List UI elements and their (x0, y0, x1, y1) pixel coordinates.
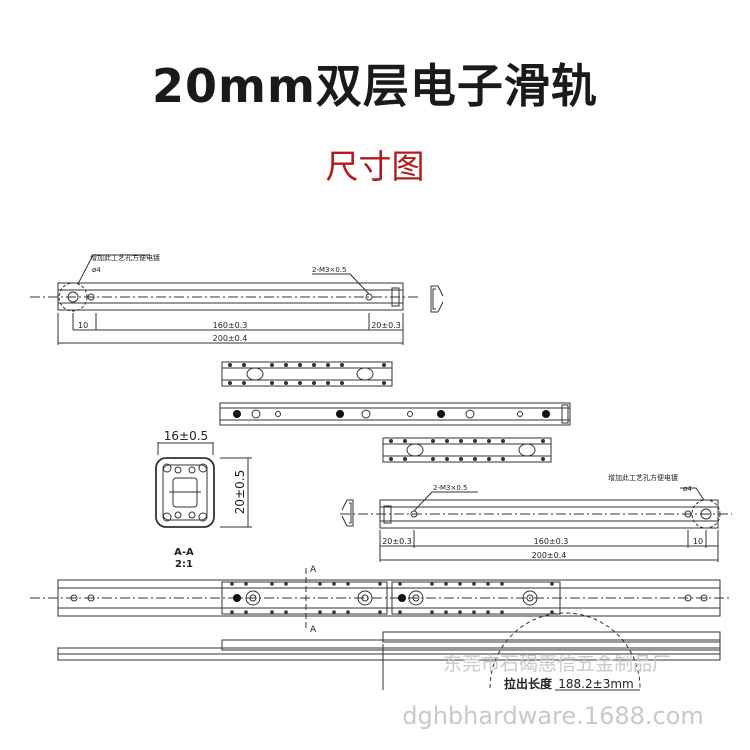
cage-slot (246, 367, 264, 381)
end-profile-lip (341, 499, 348, 527)
rail-hole (542, 410, 550, 418)
cut-mark-bottom: A (310, 625, 317, 635)
cut-mark-top: A (310, 565, 317, 575)
section-width-label: 16±0.5 (164, 429, 208, 443)
dim-label-20: 20±0.3 (382, 537, 412, 546)
cage-pins (228, 363, 554, 614)
dim-label-160: 160±0.3 (534, 537, 569, 546)
assembly-bearing (357, 590, 373, 606)
screw-hole (684, 594, 692, 602)
section-ball (198, 463, 208, 473)
section-inner (162, 464, 208, 521)
assembly-bearing-hub (361, 594, 369, 602)
process-hole (700, 508, 712, 520)
ball-cage-strip (221, 361, 393, 387)
screw-hole-label: 2-M3×0.5 (433, 484, 467, 492)
assembly-bearing-hub (412, 594, 420, 602)
ball-cage-strip (382, 437, 552, 463)
stopper-slot (561, 404, 569, 424)
screw-hole (87, 594, 95, 602)
dim-label-160: 160±0.3 (213, 321, 248, 330)
extended-rail-view (57, 612, 721, 691)
screw-hole (70, 594, 78, 602)
screw-hole (700, 594, 708, 602)
section-ball (162, 512, 172, 522)
leader-line (312, 273, 370, 295)
product-title: 20mm双层电子滑轨 (152, 59, 598, 113)
assembly-cage (391, 581, 561, 615)
screw-hole (684, 510, 692, 518)
outer-rail (219, 402, 571, 426)
rail-hole-open (407, 411, 413, 417)
section-ball (174, 511, 182, 519)
middle-rail (221, 639, 721, 651)
assembly-bearing (245, 590, 261, 606)
screw-hole-label: 2-M3×0.5 (312, 266, 346, 274)
leader-line (77, 254, 150, 285)
leader-line (413, 491, 478, 512)
section-ball (188, 511, 196, 519)
cage-outline (382, 437, 552, 463)
inner-rail (382, 631, 721, 643)
leader-line (680, 487, 705, 501)
drawing-subtitle: 尺寸图 (325, 147, 425, 186)
assembly-cage (221, 581, 388, 615)
top-view (30, 254, 444, 345)
dim-label-200: 200±0.4 (532, 551, 567, 560)
dim-label-10: 10 (693, 537, 703, 546)
assembly-hole (233, 594, 241, 602)
stroke-length-value: 188.2±3mm (558, 677, 633, 691)
cage-slot (406, 443, 424, 457)
cage-slot (356, 367, 374, 381)
company-watermark: 东莞市石碣惠信五金制品厂 (443, 653, 671, 675)
hole-diameter-label: ø4 (92, 266, 101, 274)
mirror-view (340, 487, 732, 562)
rail-hole-open (275, 411, 281, 417)
dim-label-20: 20±0.3 (371, 321, 401, 330)
plating-hole-note: 增加此工艺孔方便电镀 (90, 253, 160, 262)
section-ball (162, 463, 172, 473)
process-hole-circle (58, 282, 88, 312)
rail-hole (437, 410, 445, 418)
process-hole-circle (691, 499, 721, 529)
stroke-length-label: 拉出长度 (504, 676, 553, 691)
end-profile (430, 285, 438, 313)
assembly-bearing-hub (526, 594, 534, 602)
end-profile-lip (437, 285, 444, 313)
section-ball (174, 466, 182, 474)
rail-hole-open (361, 409, 371, 419)
assembly-hole (398, 594, 406, 602)
section-ball (198, 512, 208, 522)
rail-hole-open (517, 411, 523, 417)
stopper-slot (383, 505, 392, 524)
process-hole (67, 291, 79, 303)
rail-hole-open (251, 409, 261, 419)
dim-label-200: 200±0.4 (213, 334, 248, 343)
assembly-view (30, 568, 730, 630)
assembly-bearing-hub (249, 594, 257, 602)
rail-hole (233, 410, 241, 418)
section-ball (188, 466, 196, 474)
section-scale: 2:1 (175, 559, 193, 570)
hole-diameter-label: ø4 (683, 485, 692, 493)
assembly-bearing (522, 590, 538, 606)
screw-hole (87, 293, 95, 301)
rail-outline (219, 402, 571, 426)
cage-outline (221, 361, 393, 387)
plating-hole-note: 增加此工艺孔方便电镀 (608, 473, 678, 482)
section-label: A-A (174, 547, 194, 558)
assembly-bearing (408, 590, 424, 606)
section-outline (155, 457, 215, 528)
cross-section (155, 442, 252, 528)
dim-label-10: 10 (78, 321, 88, 330)
url-watermark: dghbhardware.1688.com (402, 702, 704, 730)
rail-hole-open (465, 409, 475, 419)
end-profile (347, 499, 354, 527)
stopper-slot (391, 287, 400, 307)
rail-hole (336, 410, 344, 418)
cage-slot (518, 443, 536, 457)
section-height-label: 20±0.5 (233, 470, 247, 514)
